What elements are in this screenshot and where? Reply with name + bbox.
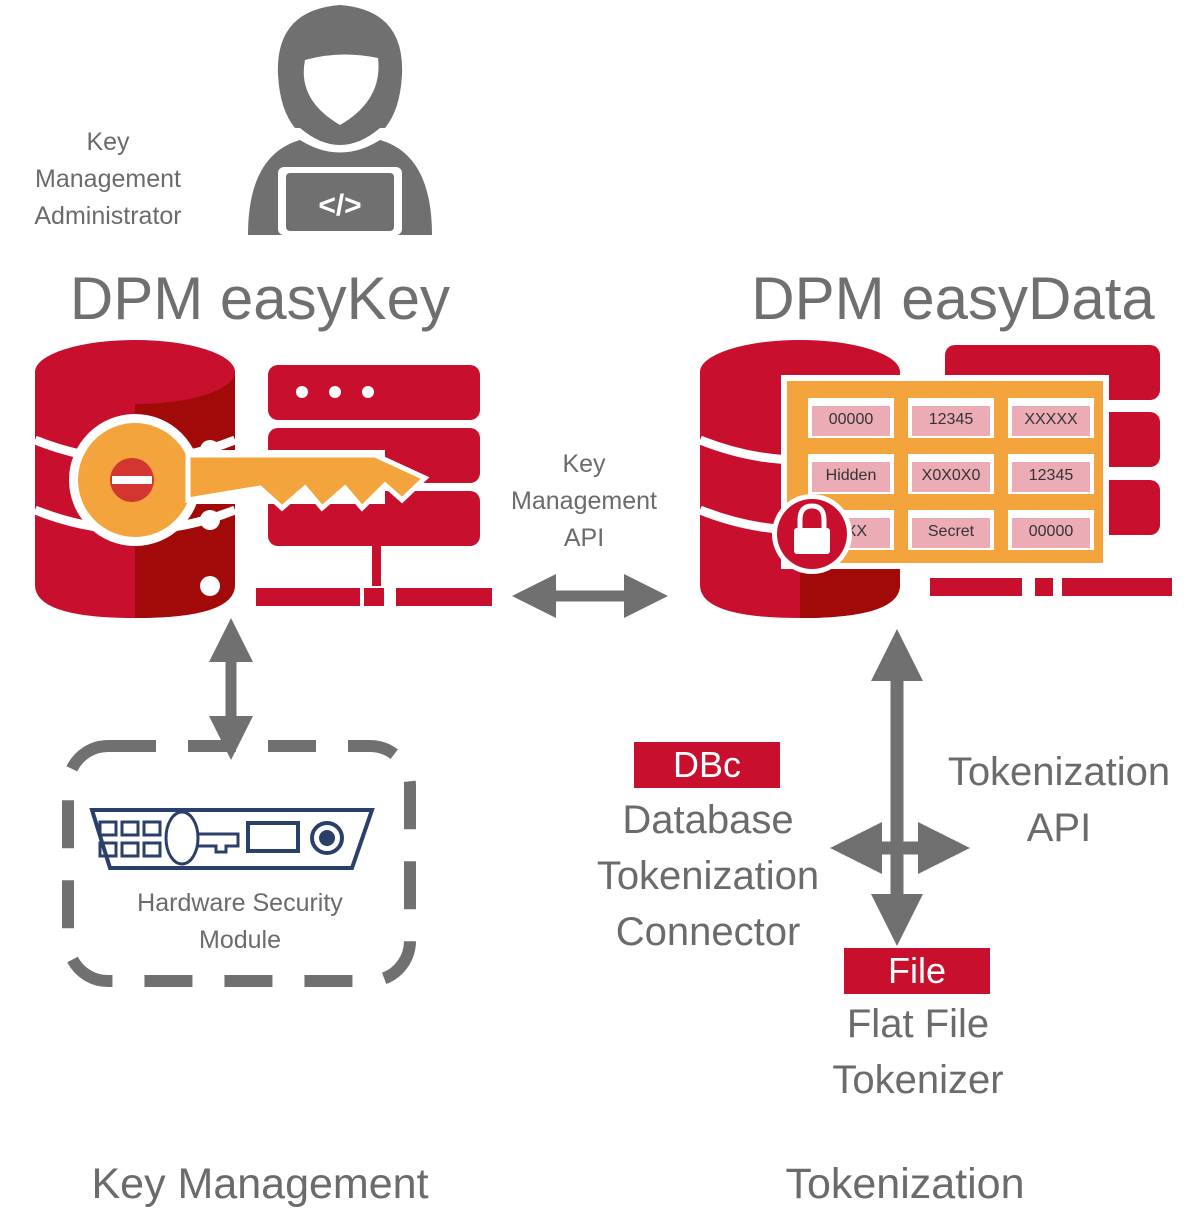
token-grid-cell-text: 12345 bbox=[929, 411, 974, 428]
dbc-label-line: Connector bbox=[615, 910, 801, 954]
key-management-api-label-line: API bbox=[563, 524, 605, 552]
dbc-label: Database Tokenization Connector bbox=[570, 792, 846, 960]
token-grid-cell: XXXXX bbox=[1008, 398, 1094, 438]
token-grid-cell-text: 12345 bbox=[1029, 467, 1074, 484]
administrator-label-line: Administrator bbox=[34, 202, 182, 230]
token-grid-cell-text: X0X0X0 bbox=[922, 467, 981, 484]
token-grid-cell: X0X0X0 bbox=[908, 454, 994, 494]
token-grid-cell-text: 00000 bbox=[829, 411, 874, 428]
hsm-dashed-box bbox=[62, 740, 416, 987]
token-grid-cell: Secret bbox=[908, 510, 994, 550]
tokenization-api-label: Tokenization API bbox=[928, 744, 1190, 856]
token-grid-cell: 00000 bbox=[1008, 510, 1094, 550]
hsm-device-icon bbox=[89, 808, 375, 870]
administrator-label-line: Management bbox=[35, 165, 181, 193]
key-management-api-label: Key Management API bbox=[494, 446, 674, 557]
footer-tokenization: Tokenization bbox=[785, 1160, 1025, 1208]
token-grid-cell-text: Secret bbox=[928, 523, 975, 540]
file-tag: File bbox=[844, 948, 990, 994]
tokenization-api-label-line: API bbox=[1026, 806, 1092, 850]
svg-text:</>: </> bbox=[318, 189, 361, 222]
easydata-title: DPM easyData bbox=[751, 265, 1155, 332]
administrator-label: Key Management Administrator bbox=[10, 124, 206, 235]
footer-key-management: Key Management bbox=[91, 1160, 429, 1208]
administrator-label-line: Key bbox=[86, 128, 130, 156]
token-grid-cell-text: XXXXX bbox=[1024, 411, 1078, 428]
hsm-label-line: Hardware Security bbox=[137, 889, 343, 917]
file-label-line: Tokenizer bbox=[832, 1058, 1004, 1102]
key-icon bbox=[69, 414, 430, 546]
token-grid-cell: 12345 bbox=[1008, 454, 1094, 494]
key-management-api-label-line: Management bbox=[511, 487, 657, 515]
key-management-api-label-line: Key bbox=[562, 450, 606, 478]
file-label: Flat File Tokenizer bbox=[790, 996, 1046, 1108]
easykey-title: DPM easyKey bbox=[69, 265, 451, 332]
hsm-label: Hardware Security Module bbox=[100, 885, 380, 959]
tokenization-api-label-line: Tokenization bbox=[947, 750, 1171, 794]
dbc-label-line: Database bbox=[622, 798, 794, 842]
hsm-label-line: Module bbox=[199, 926, 281, 954]
file-label-line: Flat File bbox=[846, 1002, 990, 1046]
token-grid-cell: 00000 bbox=[808, 398, 894, 438]
token-grid-cell: 12345 bbox=[908, 398, 994, 438]
token-grid-cell-text: Hidden bbox=[826, 467, 877, 484]
dbc-label-line: Tokenization bbox=[596, 854, 820, 898]
lock-icon bbox=[772, 494, 852, 574]
token-grid-cell-text: 00000 bbox=[1029, 523, 1074, 540]
dbc-tag: DBc bbox=[634, 742, 780, 788]
administrator-icon: </> bbox=[248, 5, 432, 235]
token-grid-cell: Hidden bbox=[808, 454, 894, 494]
